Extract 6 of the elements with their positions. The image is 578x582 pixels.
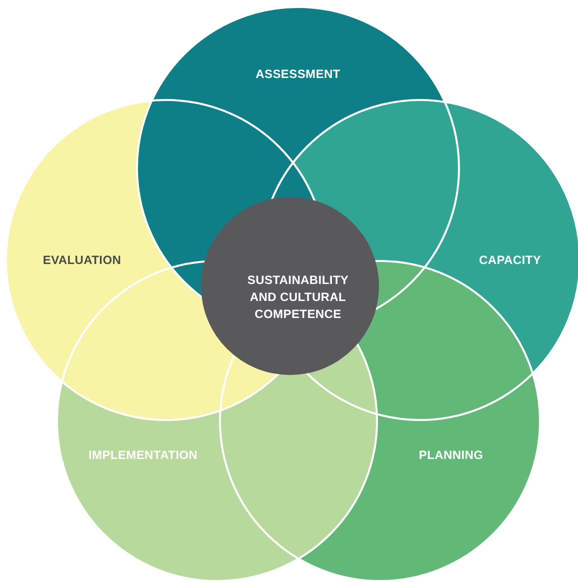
circle-label: SUSTAINABILITY AND CULTURAL COMPETENCE [246, 272, 350, 322]
circle-label: ASSESSMENT [256, 67, 340, 81]
circle-label: IMPLEMENTATION [88, 448, 198, 462]
circle-label: EVALUATION [42, 253, 122, 267]
circle-label: CAPACITY [478, 253, 542, 267]
circle-label: PLANNING [418, 448, 484, 462]
